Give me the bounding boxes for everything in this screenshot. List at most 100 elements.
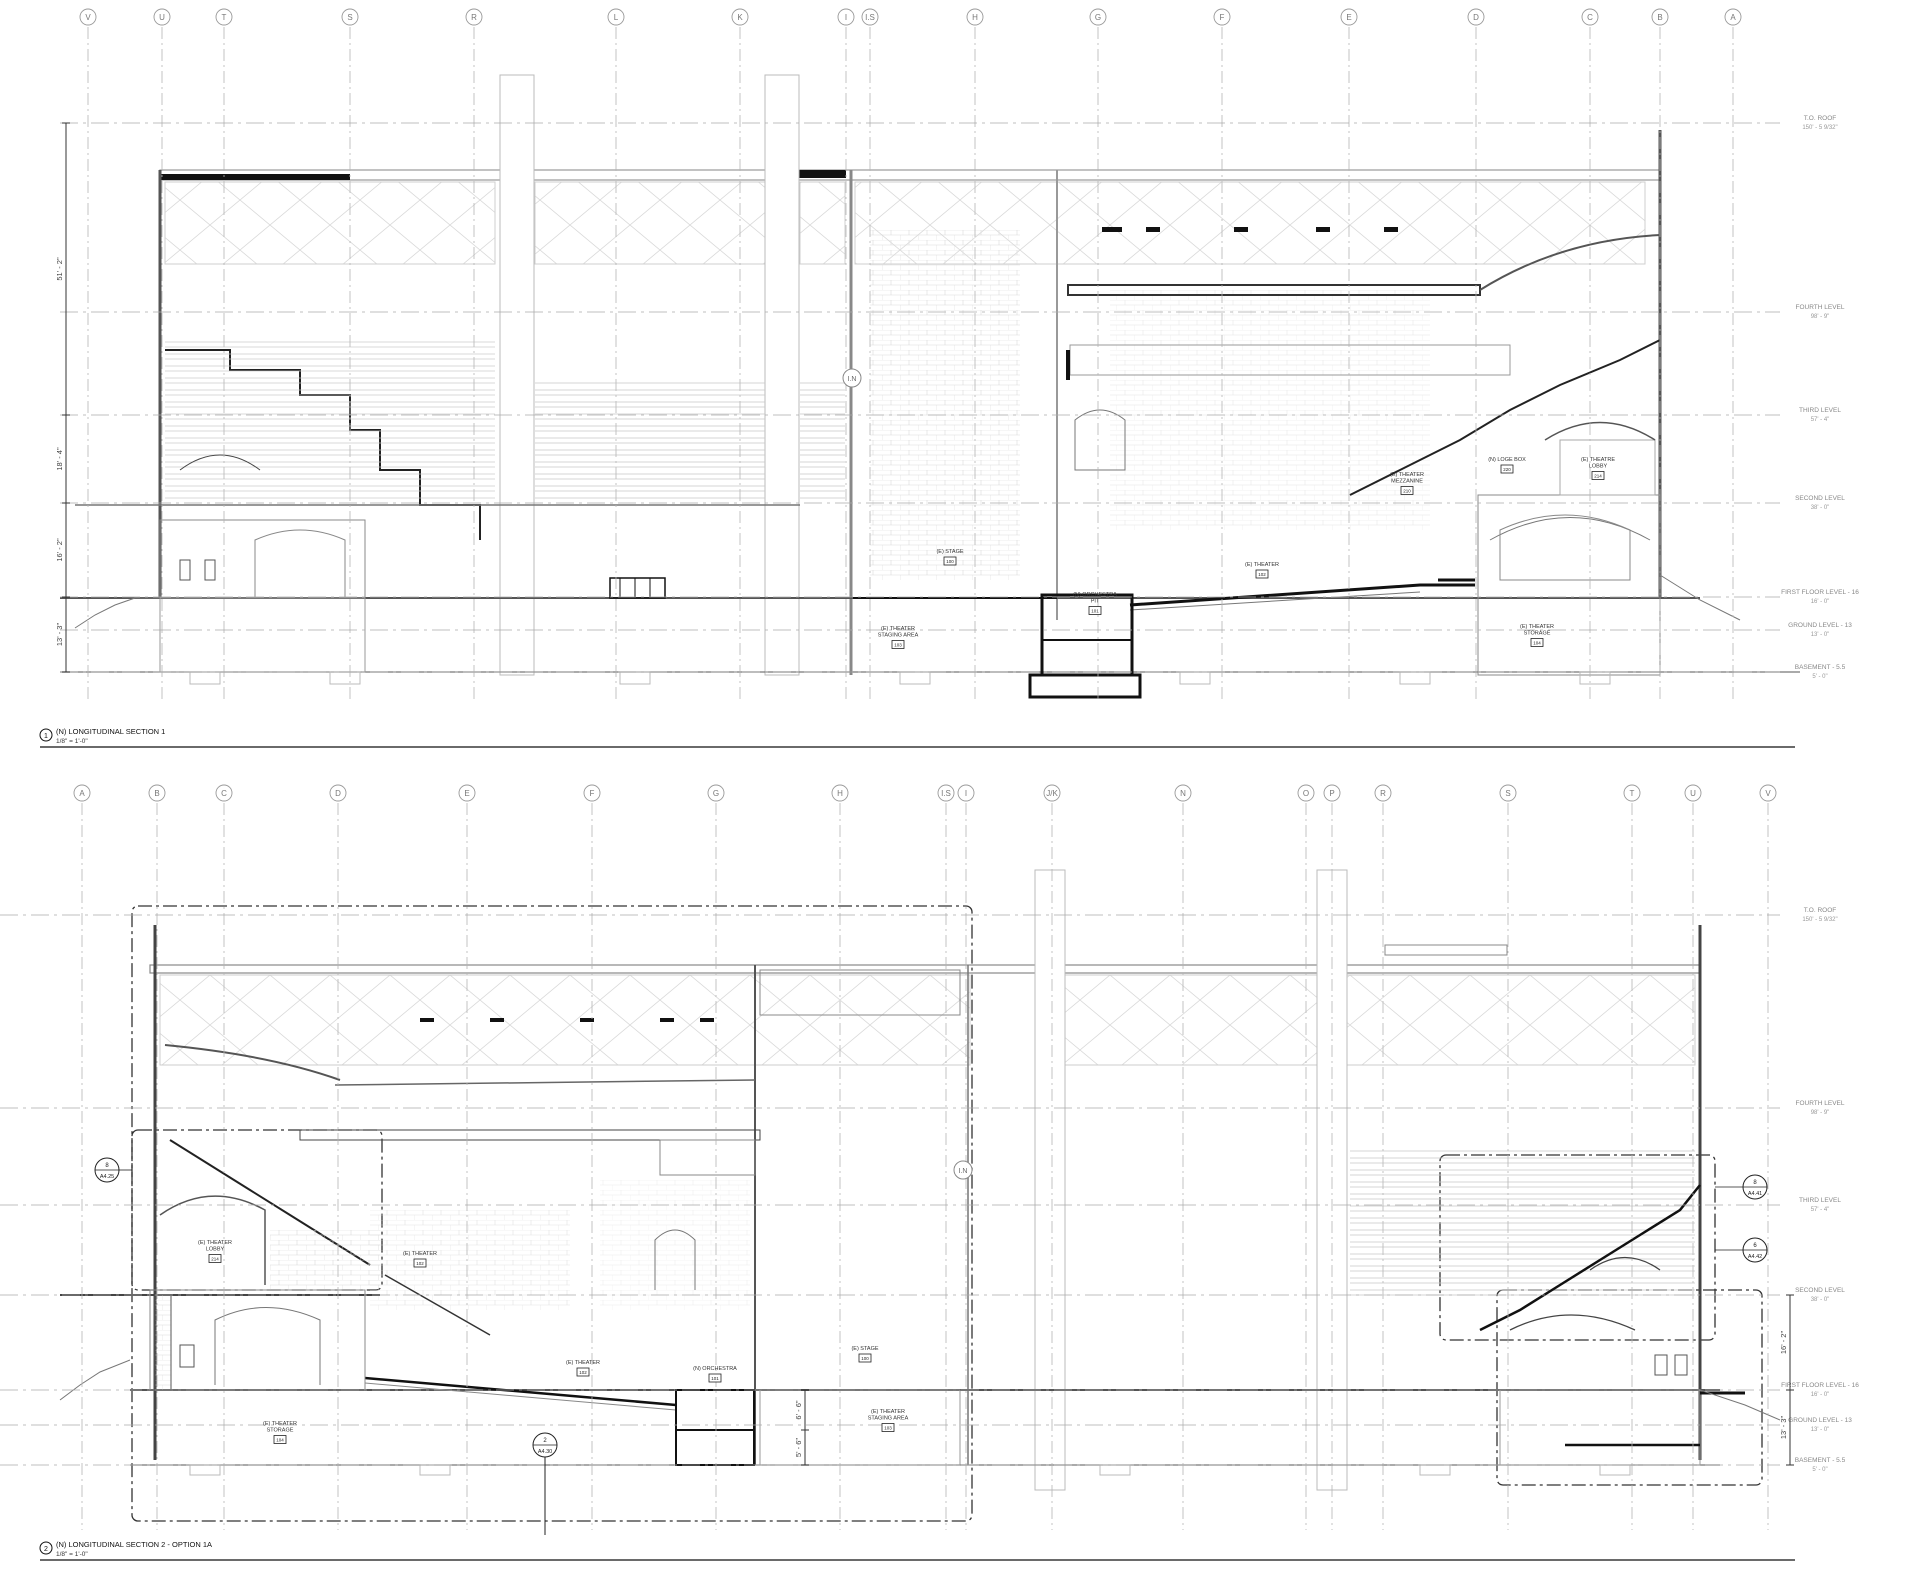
level-name: THIRD LEVEL [1799,407,1841,414]
level-elevation: 150' - 5 9/32" [1802,917,1837,923]
grid-label: V [1765,789,1771,798]
level-name: T.O. ROOF [1804,115,1837,122]
grid-bubble [329,784,347,802]
grid-label: I.S [941,789,951,798]
grid-label: O [1303,789,1309,798]
room-number: 210 [1403,489,1411,494]
grid-label: A [79,789,85,798]
room-tag [1591,471,1605,480]
dimension-label: 18' - 4" [55,447,64,471]
grid-marker-label: I.N [848,376,857,383]
level-elevation: 38' - 0" [1811,1297,1830,1303]
room-tag [891,640,905,649]
dimension-label: 16' - 2" [1779,1331,1788,1355]
grid-bubble [1374,784,1392,802]
grid-label: D [335,789,341,798]
section-callout[interactable]: 8A4.25 [94,1157,132,1183]
grid-label: E [1346,13,1351,22]
level-elevation: 150' - 5 9/32" [1802,125,1837,131]
grid-bubble [215,8,233,26]
section-callout[interactable]: 8A4.41 [1715,1174,1768,1200]
room-tag [576,1367,590,1377]
level-elevation: 98' - 9" [1811,1110,1830,1116]
callout-sheet: A4.30 [538,1449,552,1455]
room-number: 104 [276,1438,284,1443]
grid-label: G [713,789,719,798]
grid-bubble [458,784,476,802]
drawing-number-bubble [39,728,53,742]
grid-label: L [614,13,619,22]
grid-bubble [607,8,625,26]
level-name: GROUND LEVEL - 13 [1788,622,1852,629]
room-number: 102 [579,1370,587,1375]
callout-sheet: A4.41 [1748,1191,1762,1197]
grid-label: C [221,789,227,798]
grid-marker-label: I.N [959,1168,968,1175]
callout-sheet: A4.42 [1748,1254,1762,1260]
room-name: (E) STAGE [936,549,963,555]
grid-label: I.S [865,13,875,22]
grid-marker [953,1160,973,1180]
grid-bubble [707,784,725,802]
grid-marker [842,368,862,388]
grid-bubble [1623,784,1641,802]
room-tag [943,556,957,566]
room-number: 102 [1258,572,1266,577]
grid-label: D [1473,13,1479,22]
room-number: 101 [1091,609,1099,614]
grid-label: N [1180,789,1186,798]
room-number: 220 [1503,467,1511,472]
drawing-number: 2 [44,1546,48,1553]
level-elevation: 16' - 0" [1811,599,1830,605]
section-2-building [59,869,1781,1522]
grid-bubble [1297,784,1315,802]
callout-number: 2 [543,1438,547,1444]
grid-bubble [957,784,975,802]
grid-label: I [965,789,967,798]
grid-label: A [1730,13,1736,22]
callout-number: 6 [1753,1243,1757,1249]
grid-label: S [347,13,352,22]
grid-label: E [464,789,469,798]
grid-bubble [73,784,91,802]
grid-label: R [471,13,477,22]
level-name: SECOND LEVEL [1795,495,1845,502]
dimension-label: 13' - 3" [1779,1416,1788,1440]
drawing-scale: 1/8" = 1'-0" [56,738,88,745]
grid-bubble [1323,784,1341,802]
grid-bubble [1089,8,1107,26]
grid-bubble [1581,8,1599,26]
room-name: (N) ORCHESTRA [693,1366,737,1372]
callout-number: 8 [1753,1180,1757,1186]
grid-bubble [1043,784,1061,802]
room-name: (E) THEATER [566,1360,600,1366]
grid-bubble [1340,8,1358,26]
level-elevation: 13' - 0" [1811,632,1830,638]
grid-bubble [837,8,855,26]
section-callout[interactable]: 6A4.42 [1715,1237,1768,1263]
level-elevation: 16' - 0" [1811,1392,1830,1398]
room-tag [708,1373,722,1383]
grid-label: C [1587,13,1593,22]
grid-label: T [222,13,227,22]
level-name: SECOND LEVEL [1795,1287,1845,1294]
level-name: FOURTH LEVEL [1795,304,1844,311]
drawing-title: (N) LONGITUDINAL SECTION 1 [56,727,165,736]
grid-bubble [1174,784,1192,802]
grid-label: G [1095,13,1101,22]
grid-label: S [1505,789,1510,798]
room-name: (N) LOGE BOX [1488,457,1526,463]
grid-bubble [1724,8,1742,26]
room-tag [881,1423,895,1432]
grid-bubble [1684,784,1702,802]
grid-bubble [966,8,984,26]
section-callout[interactable]: 2A4.30 [532,1432,558,1535]
